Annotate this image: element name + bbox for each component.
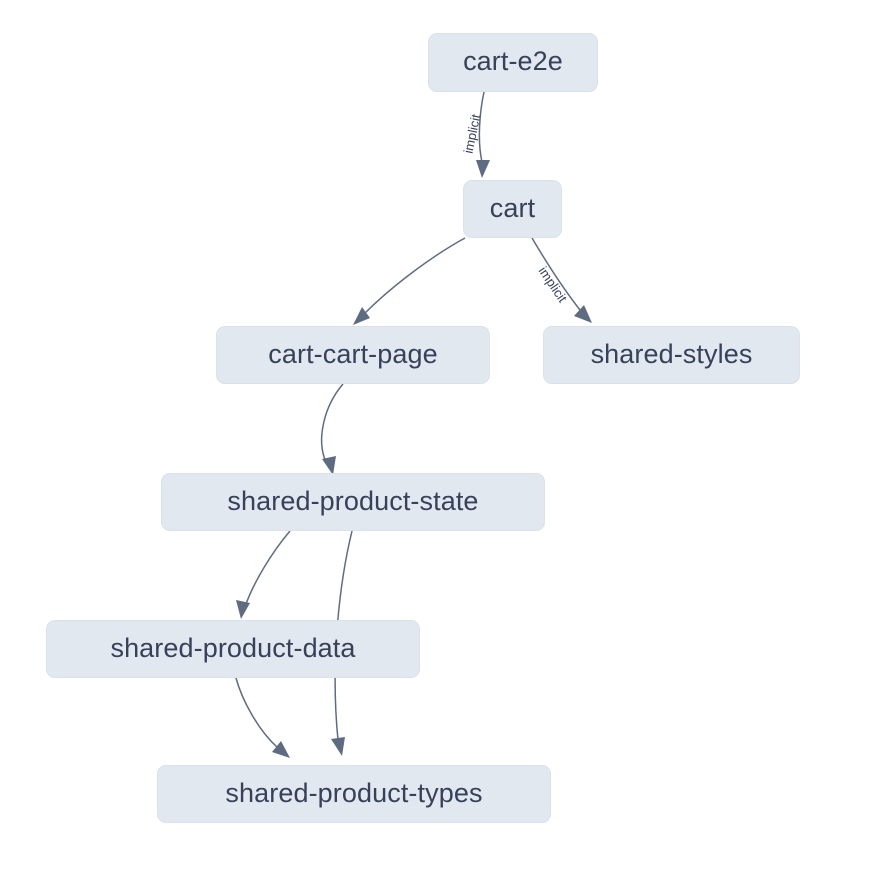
node-label: shared-styles — [590, 338, 753, 369]
edge-path — [235, 677, 279, 749]
node-label: shared-product-state — [227, 485, 479, 516]
node-shared-product-data[interactable]: shared-product-data — [46, 620, 420, 678]
node-cart-e2e[interactable]: cart-e2e — [428, 33, 598, 92]
edge-arrowhead — [272, 741, 290, 758]
edge-path — [478, 91, 485, 163]
edge-cart-e2e-to-cart: implicit — [460, 91, 490, 178]
edge-path — [363, 237, 466, 315]
edge-path — [320, 383, 344, 463]
edge-cart-to-cart-cart-page — [353, 237, 466, 325]
node-shared-styles[interactable]: shared-styles — [543, 326, 800, 384]
edge-shared-product-state-to-shared-product-data — [236, 530, 291, 619]
edge-cart-to-shared-styles: implicit — [531, 237, 592, 323]
edge-path — [245, 530, 291, 605]
edge-shared-product-data-to-shared-product-types — [235, 677, 290, 758]
edge-label-implicit-2: implicit — [536, 264, 571, 306]
node-cart-cart-page[interactable]: cart-cart-page — [216, 326, 490, 384]
edge-arrowhead — [476, 160, 490, 178]
edge-arrowhead — [353, 307, 370, 325]
node-label: shared-product-types — [225, 777, 483, 808]
node-label: cart-cart-page — [268, 338, 438, 369]
node-label: cart-e2e — [463, 46, 563, 76]
edge-arrowhead — [574, 305, 592, 323]
node-cart[interactable]: cart — [463, 180, 562, 238]
node-shared-product-state[interactable]: shared-product-state — [161, 473, 545, 531]
edge-arrowhead — [331, 737, 345, 756]
node-shared-product-types[interactable]: shared-product-types — [157, 765, 551, 823]
edge-path — [531, 237, 581, 311]
node-label: shared-product-data — [110, 632, 356, 663]
edge-label-implicit-1: implicit — [460, 112, 483, 154]
node-label: cart — [489, 192, 536, 223]
edge-cart-cart-page-to-shared-product-state — [320, 383, 344, 475]
edge-arrowhead — [236, 600, 250, 619]
